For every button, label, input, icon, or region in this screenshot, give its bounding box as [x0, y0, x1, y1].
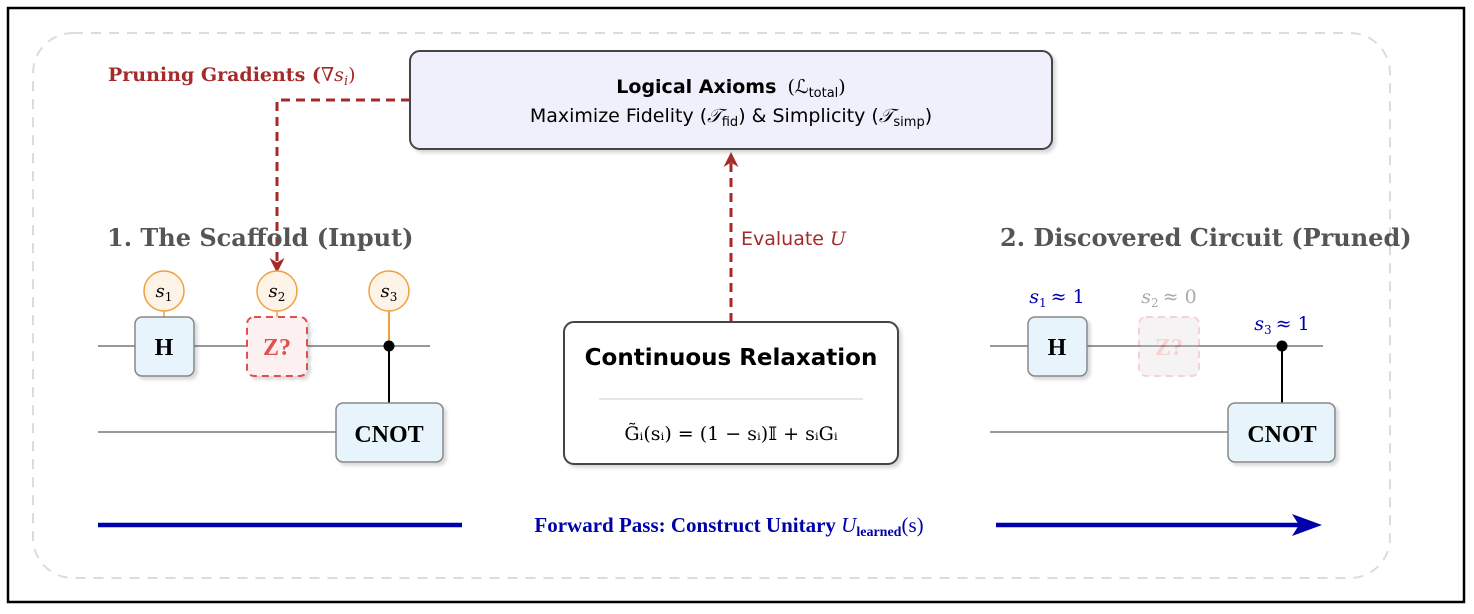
- discovered-cnot-gate[interactable]: CNOT: [1227, 402, 1336, 463]
- svg-text:s3: s3: [381, 281, 398, 304]
- forward-pass-label: Forward Pass: Construct Unitary Ulearned…: [534, 513, 923, 540]
- discovered-z-gate-pruned: Z?: [1138, 316, 1200, 377]
- relaxation-title: Continuous Relaxation: [585, 345, 878, 371]
- scaffold-control-dot: [383, 340, 395, 352]
- scaffold-z-gate[interactable]: Z?: [246, 316, 308, 377]
- svg-text:CNOT: CNOT: [1247, 422, 1316, 448]
- svg-text:H: H: [1048, 335, 1067, 361]
- svg-text:s1: s1: [156, 281, 173, 304]
- discovered-param-s1: s1≈ 1: [1029, 286, 1084, 310]
- svg-text:H: H: [155, 335, 174, 361]
- relaxation-formula: G̃ᵢ(sᵢ) = (1 − sᵢ)𝕀 + sᵢGᵢ: [624, 423, 838, 445]
- svg-text:Z?: Z?: [263, 335, 291, 361]
- continuous-relaxation-box: Continuous Relaxation G̃ᵢ(sᵢ) = (1 − sᵢ)…: [563, 321, 899, 465]
- pruning-gradients-label: Pruning Gradients (∇si): [108, 64, 356, 89]
- dashed-container: [32, 32, 1391, 579]
- logical-axioms-box: Logical Axioms (ℒtotal) Maximize Fidelit…: [409, 50, 1053, 150]
- scaffold-cnot-gate[interactable]: CNOT: [335, 402, 444, 463]
- scaffold-h-gate[interactable]: H: [134, 316, 195, 377]
- svg-text:CNOT: CNOT: [354, 422, 423, 448]
- scaffold-param-s1[interactable]: s1: [143, 270, 185, 312]
- pruning-gradient-arrow: [269, 98, 410, 273]
- scaffold-param-s2[interactable]: s2: [256, 270, 298, 312]
- svg-text:Z?: Z?: [1155, 335, 1183, 361]
- discovered-title: 2. Discovered Circuit (Pruned): [1000, 223, 1412, 252]
- evaluate-label: Evaluate U: [741, 228, 847, 250]
- scaffold-title: 1. The Scaffold (Input): [107, 223, 414, 252]
- svg-text:s2: s2: [269, 281, 286, 304]
- discovered-h-gate[interactable]: H: [1027, 316, 1088, 377]
- discovered-control-dot: [1276, 340, 1288, 352]
- svg-text:Logical Axioms (ℒtotal): Logical Axioms (ℒtotal): [616, 76, 845, 101]
- discovered-param-s3: s3≈ 1: [1254, 313, 1309, 337]
- forward-arrow-head: [1292, 514, 1322, 536]
- scaffold-param-s3[interactable]: s3: [368, 270, 410, 312]
- discovered-param-s2: s2≈ 0: [1141, 286, 1196, 310]
- axioms-title: Logical Axioms: [616, 76, 776, 98]
